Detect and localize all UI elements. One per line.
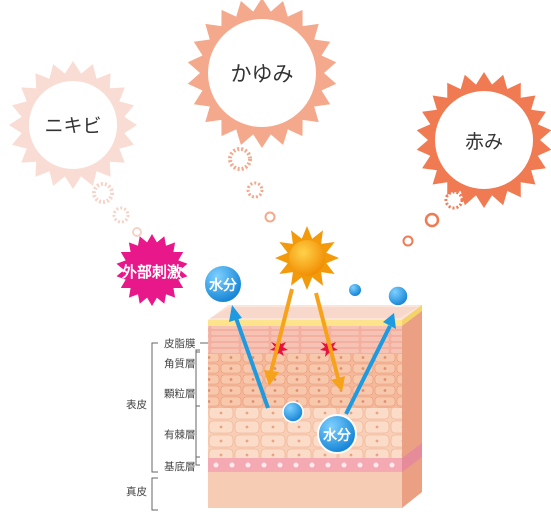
label-basale: 基底層 (164, 460, 196, 473)
water-drop-right: 水分 (317, 414, 357, 454)
redness-bubble-trail (402, 190, 464, 247)
itch-label: かゆみ (231, 62, 294, 86)
spinosum-layer (208, 408, 402, 458)
basale-layer (208, 458, 402, 472)
uv-ray-arrow (314, 292, 345, 392)
external-stimulus-label: 外部刺激 (121, 263, 183, 281)
water-droplet (282, 401, 304, 423)
corneum-layer (208, 326, 402, 354)
label-spinosum: 有棘層 (164, 428, 196, 441)
water-droplet (387, 285, 409, 307)
uv-ray-arrow (264, 288, 294, 386)
label-corneum: 角質層 (164, 357, 196, 370)
skin-block (208, 305, 422, 508)
label-sebum: 皮脂膜 (164, 337, 196, 350)
acne-bubble-trail (92, 182, 142, 237)
label-dermis: 真皮 (126, 485, 147, 498)
water-label-right: 水分 (323, 427, 351, 444)
water-evaporation-arrow (344, 313, 396, 415)
sun-icon (275, 226, 339, 290)
water-droplet (349, 284, 361, 296)
redness-label: 赤み (465, 131, 503, 153)
layer-brackets (151, 342, 208, 511)
dermis-layer (208, 472, 402, 508)
label-granulosum: 顆粒層 (164, 387, 196, 400)
water-drop-left: 水分 (203, 264, 243, 304)
itch-bubble: かゆみ (187, 0, 337, 148)
label-epidermis: 表皮 (126, 398, 147, 411)
acne-bubble: ニキビ (9, 61, 137, 189)
sebum-layer (208, 320, 402, 326)
water-label-left: 水分 (209, 277, 237, 294)
external-stimulus-badge: 外部刺激 (116, 234, 188, 306)
water-evaporation-arrow (229, 305, 270, 409)
acne-label: ニキビ (44, 115, 101, 137)
itch-bubble-trail (228, 147, 276, 223)
redness-bubble: 赤み (416, 72, 551, 208)
